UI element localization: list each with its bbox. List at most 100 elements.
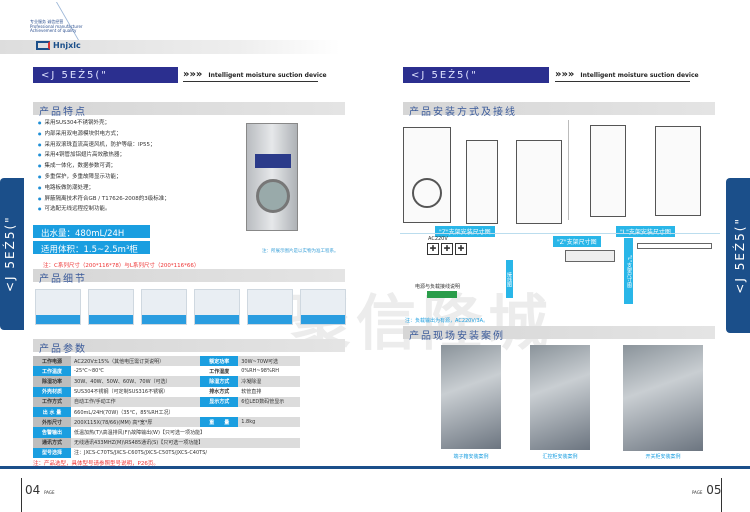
case-photo-terminal-box (441, 345, 501, 449)
feature-item: 采用双滚珠直流高速风机，防护等级：IP55； (38, 140, 170, 151)
front-view-diagram (403, 127, 451, 223)
param-label: 工作电源 (33, 356, 71, 367)
z-mount-label: "Z"支架安装尺寸图 (435, 226, 495, 237)
detail-caption-bar (89, 315, 133, 324)
volume: 适用体积：1.5~2.5m³柜体 (33, 241, 150, 267)
param-value: 软管直排 (238, 386, 300, 397)
wiring-label: 接线图 (506, 260, 513, 298)
slogan: 专业服务 诚信经营 Professional manufacturer Achi… (30, 19, 83, 34)
params-note: 注：产品选型，具体型号请参照型号说明，P26页。 (33, 461, 159, 467)
param-label: 除湿方式 (200, 376, 239, 387)
param-label: 外形尺寸 (33, 417, 71, 428)
param-value: 660mL/24H(70W)（35℃，85%RH工况） (71, 406, 300, 418)
back-view-diagram (516, 140, 562, 224)
case-photo-control-cabinet (530, 345, 590, 450)
param-value: 200X115X(78/66)(MM) 高*宽*厚 (71, 417, 201, 428)
detail-image (247, 289, 293, 325)
params-row: 告警输出低温加热(T)\高温排风(F)\故障输出(W)【只可选一项功能】 (33, 427, 300, 438)
param-value: 无线通讯433MHZ(M)\RS485通讯(S)【只可选一项功能】 (71, 437, 300, 448)
param-label: 除湿功率 (33, 376, 71, 387)
feature-item: 集成一体化，数据参数可调； (38, 161, 170, 172)
footer-line (0, 466, 750, 469)
load-note: 注：负载输出为有源，AC220V/3A。 (405, 318, 489, 324)
slogan-en2: Achievement of quality (30, 28, 77, 33)
detail-image (300, 289, 346, 325)
brand-logo: Hnjxlc (36, 41, 81, 50)
size-note: 注：C系列尺寸（200*116*78）与L系列尺寸（200*116*66） (43, 263, 200, 269)
divider (400, 233, 720, 234)
case-photo-switchgear (623, 345, 703, 451)
param-label: 外壳材质 (33, 386, 71, 397)
param-value: -25℃~80℃ (71, 366, 201, 377)
param-label: 排水方式 (200, 386, 239, 397)
feature-item: 可选配无线远程控制功能。 (38, 204, 170, 215)
param-value: 冷凝除湿 (238, 376, 300, 387)
features-title: 产品特点 (33, 102, 345, 118)
param-value: 低温加热(T)\高温排风(F)\故障输出(W)【只可选一项功能】 (71, 427, 300, 438)
power-label: 电源与负载接线说明 (415, 284, 461, 290)
brand-name: Hnjxlc (53, 41, 81, 50)
feature-item: 屏蔽隔离技术符合GB / T17626-2008的3级标准； (38, 194, 170, 205)
details-title: 产品细节 (33, 269, 345, 285)
subtitle-text: Intelligent moisture suction device (580, 72, 699, 79)
page-divider (721, 478, 722, 512)
product-photo (246, 123, 298, 231)
page-label: PAGE (44, 490, 55, 495)
param-label: 额定功率 (200, 356, 239, 367)
param-label: 工作湿度 (200, 366, 239, 377)
param-value: 自动工作/手动工作 (71, 396, 201, 407)
divider (568, 120, 569, 220)
product-subtitle: »»»Intelligent moisture suction device (183, 69, 327, 82)
page-num: 05 (706, 483, 722, 497)
water-output: 出水量：480mL/24H (33, 225, 150, 239)
case-caption: 汇控柜安装案例 (542, 454, 578, 460)
detail-caption-bar (301, 315, 345, 324)
param-label: 工作方式 (33, 396, 71, 407)
slogan-cn: 专业服务 诚信经营 (30, 19, 64, 24)
cases-title: 产品现场安装案例 (403, 326, 715, 342)
page-number-left: 04 PAGE (25, 483, 55, 497)
product-title: <J 5EŹ5(" (33, 67, 178, 83)
param-value: 6位LED数码管显示 (238, 396, 300, 407)
z-bracket-label: "Z"支架尺寸图 (553, 236, 601, 247)
param-value: 30W、40W、50W、60W、70W（可选） (71, 376, 201, 387)
case-caption: 端子箱安装案例 (453, 454, 489, 460)
photo-note: 注：所展示图片是以实物为准工程系。 (262, 249, 339, 254)
l-bracket-label: "L"支架尺寸图 (624, 238, 633, 304)
install-title: 产品安装方式及接线 (403, 102, 715, 118)
feature-item: 采用SUS304不锈钢外壳； (38, 118, 170, 129)
product-subtitle-right: »»» Intelligent moisture suction device (555, 69, 699, 82)
l-bracket-diagram (637, 243, 712, 249)
param-value: 注：JXCS-C70TS/JXCS-C60TS/JXCS-C50TS/JXCS-… (71, 447, 300, 458)
l-side-diagram (590, 125, 626, 217)
fan-icon (256, 179, 290, 213)
detail-caption-bar (36, 315, 80, 324)
subtitle-text: Intelligent moisture suction device (208, 72, 327, 79)
detail-image (141, 289, 187, 325)
param-label: 显示方式 (200, 396, 239, 407)
arrow-icon: »»» (555, 69, 575, 80)
params-row: 型号选择注：JXCS-C70TS/JXCS-C60TS/JXCS-C50TS/J… (33, 447, 300, 458)
page-divider (21, 478, 22, 512)
logo-icon (36, 41, 50, 50)
header-band (0, 40, 340, 54)
page-number-right: PAGE 05 (692, 483, 722, 497)
l-mount-label: "L"支架安装尺寸图 (616, 226, 675, 237)
connector (427, 291, 457, 298)
features-list: 采用SUS304不锈钢外壳；内部采用双电源模块供电方式；采用双滚珠直流高速风机，… (38, 118, 170, 215)
detail-image (194, 289, 240, 325)
side-tab-right: <J 5EŹ5(" (726, 178, 750, 333)
case-caption: 开关柜安装案例 (645, 454, 681, 460)
param-label: 告警输出 (33, 427, 71, 438)
detail-caption-bar (195, 315, 239, 324)
params-title: 产品参数 (33, 339, 345, 355)
ac-label: AC220V (428, 236, 448, 242)
z-bracket-diagram (565, 250, 615, 262)
